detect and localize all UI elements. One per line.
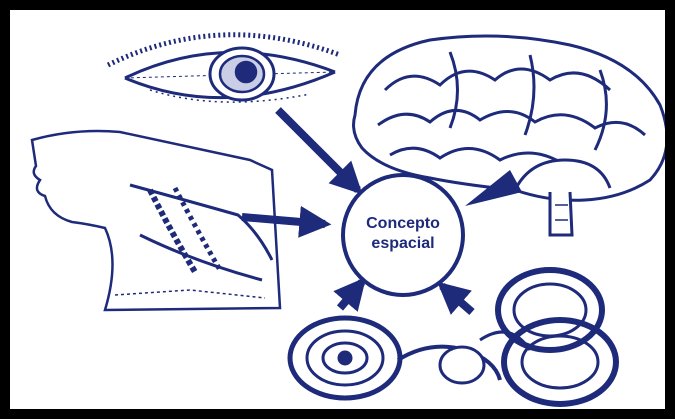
- eye-icon: [108, 35, 340, 102]
- center-node-line2: espacial: [340, 234, 466, 254]
- arrow-ear-right-to-center: [442, 286, 472, 312]
- center-node-line1: Concepto: [340, 214, 466, 234]
- inner-ear-icon: [290, 270, 616, 404]
- arrow-ear-left-to-center: [340, 282, 362, 308]
- center-node-label: Concepto espacial: [340, 214, 466, 254]
- arrow-eye-to-center: [278, 110, 358, 190]
